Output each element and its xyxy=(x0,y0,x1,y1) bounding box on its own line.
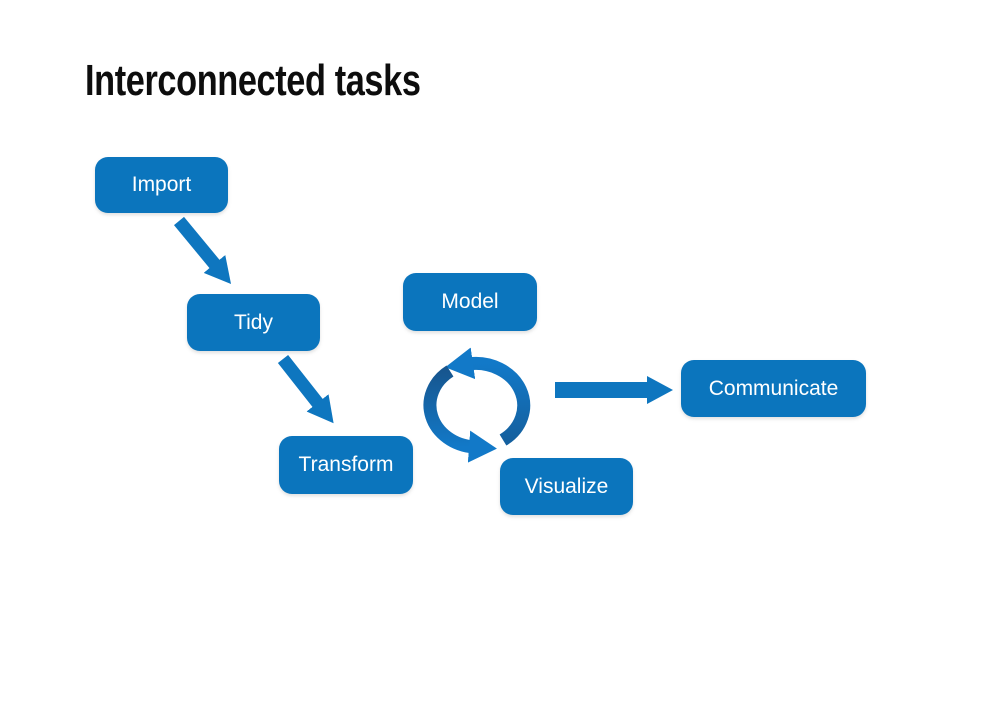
node-tidy: Tidy xyxy=(187,294,320,351)
node-visualize: Visualize xyxy=(500,458,633,515)
node-model: Model xyxy=(403,273,537,331)
cycle-arrow-right-icon xyxy=(445,347,531,446)
node-import: Import xyxy=(95,157,228,213)
node-transform: Transform xyxy=(279,436,413,494)
page-title: Interconnected tasks xyxy=(85,56,421,105)
cycle-arrow-left-icon xyxy=(423,365,497,463)
arrow-import-to-tidy xyxy=(173,216,232,284)
node-communicate: Communicate xyxy=(681,360,866,417)
arrow-tidy-to-transform xyxy=(277,354,334,424)
